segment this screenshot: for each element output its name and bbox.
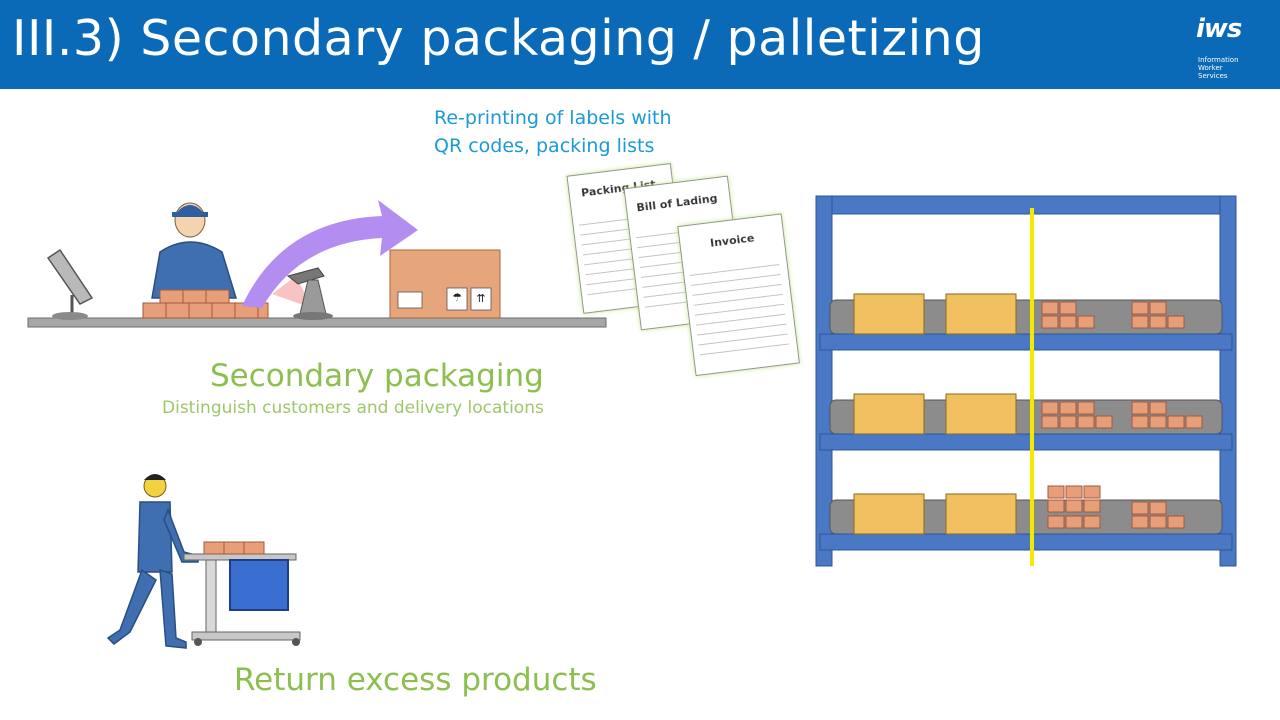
documents-illustration: Packing List Bill of Lading Invoice [566,163,800,376]
reprint-label: Re-printing of labels with QR codes, pac… [434,104,672,160]
walking-worker-icon [106,474,199,649]
logo-line-3: Services [1198,72,1228,80]
shipping-box-icon: ☂ ⇈ [389,249,501,319]
logo-mark: iws [1196,14,1242,44]
logo-line-2: Worker [1198,64,1223,72]
barcode-scanner-icon [272,267,333,320]
secondary-packaging-title: Secondary packaging [210,358,544,394]
transfer-arrow [242,200,418,308]
company-logo: iws Information Worker Services [1196,16,1266,80]
logo-line-1: Information [1198,56,1239,64]
returned-boxes-icon [203,541,265,555]
reprint-line-1: Re-printing of labels with [434,107,672,129]
terminal-icon [46,248,94,320]
worker-icon [151,202,238,299]
logo-subtitle: Information Worker Services [1198,56,1258,80]
shelf-level-3 [819,485,1233,551]
title-bar: III.3) Secondary packaging / palletizing… [0,0,1280,89]
invoice-title: Invoice [709,231,755,249]
shelf-level-2 [819,393,1233,451]
reprint-line-2: QR codes, packing lists [434,135,655,157]
packing-station-illustration: ☂ ⇈ [27,200,607,328]
invoice-document: Invoice [677,213,800,376]
return-cart-illustration [106,474,301,649]
shelf-level-1 [819,293,1233,351]
return-excess-title: Return excess products [234,662,597,698]
page-title: III.3) Secondary packaging / palletizing [12,10,985,67]
cart-icon [183,553,301,646]
svg-text:☂: ☂ [452,291,462,304]
secondary-packaging-subtitle: Distinguish customers and delivery locat… [162,398,544,418]
storage-rack-illustration [815,195,1237,567]
svg-text:⇈: ⇈ [476,292,485,305]
